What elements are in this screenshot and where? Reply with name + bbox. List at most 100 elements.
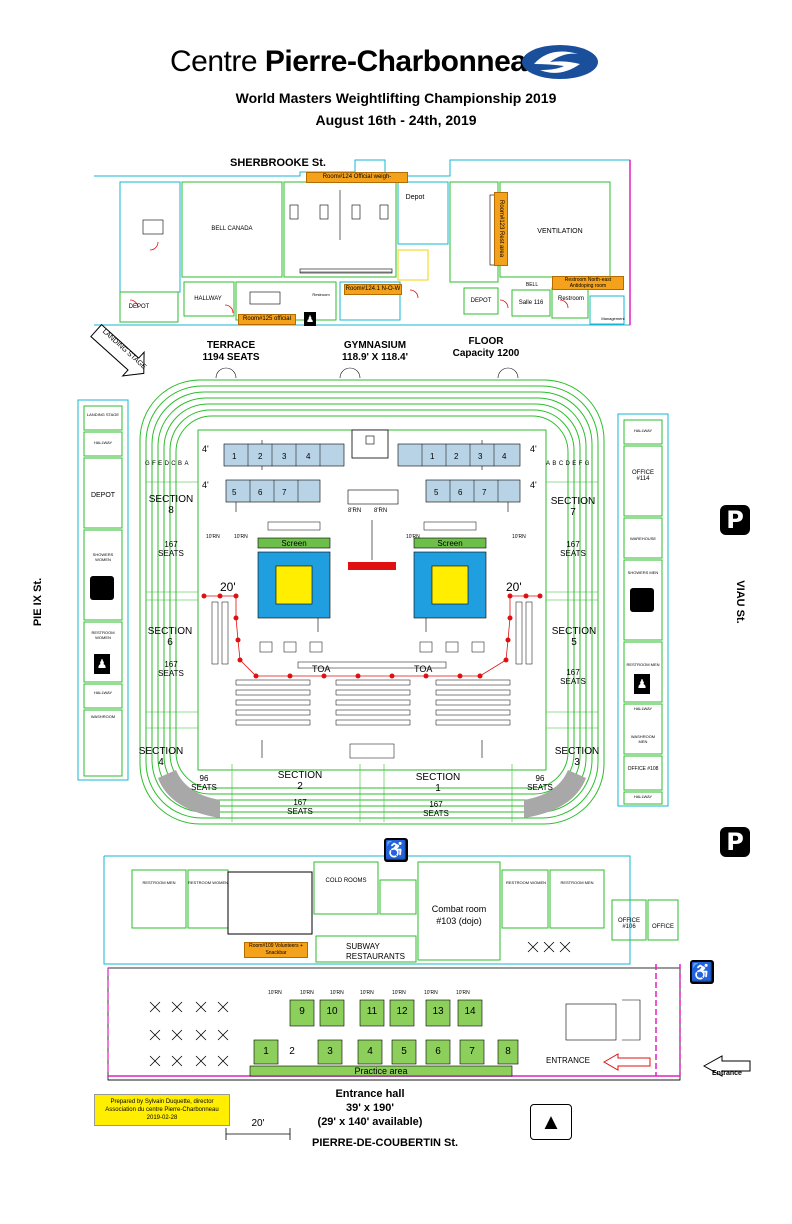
room-depot-top-right: DEPOT bbox=[470, 298, 492, 304]
row-letters-ne: ABCDEFG bbox=[546, 461, 598, 467]
room-hallway-top: HALLWAY bbox=[194, 296, 222, 302]
rn-label: 10'RN bbox=[300, 990, 314, 996]
scale-label: 20' bbox=[251, 1118, 265, 1129]
table-number: 3 bbox=[478, 452, 483, 461]
rn-label: 10'RN bbox=[234, 534, 248, 540]
room-depot-top: Depot bbox=[405, 194, 425, 201]
room-124-official-weigh: Room#124 Official weigh- bbox=[306, 172, 408, 183]
restaurants-label: RESTAURANTS bbox=[346, 952, 405, 961]
seat-count: 96 bbox=[199, 774, 209, 783]
room-restroom-northeast: Restroom North-east Antidoping room bbox=[552, 276, 624, 290]
section-6: SECTION 6 bbox=[140, 626, 200, 648]
room-restroom-women-bottom: RESTROOM WOMEN bbox=[188, 880, 228, 885]
row-letter: F bbox=[578, 461, 585, 467]
row-letter: C bbox=[171, 461, 179, 467]
seat-count: 167 bbox=[429, 800, 443, 809]
table-number: 5 bbox=[232, 488, 237, 497]
rn-label: 10'RN bbox=[424, 990, 438, 996]
practice-platform-number: 13 bbox=[432, 1006, 444, 1017]
section-number: 6 bbox=[167, 637, 173, 648]
section-name: SECTION bbox=[148, 494, 194, 505]
table-number: 3 bbox=[282, 452, 287, 461]
section-number: 4 bbox=[158, 757, 164, 768]
room-washroom-west: WASHROOM bbox=[90, 714, 116, 719]
seats-label: SEATS bbox=[158, 549, 184, 558]
room-combat: Combat room bbox=[431, 904, 487, 914]
wheelchair-icon: ♿ bbox=[690, 960, 714, 984]
rn-label: 10'RN bbox=[360, 990, 374, 996]
dim-4ft: 4' bbox=[530, 480, 537, 490]
rn-label: 10'RN bbox=[392, 990, 406, 996]
room-showers-men: SHOWERS MEN bbox=[627, 570, 659, 575]
credit-line-3: 2019-02-28 bbox=[146, 1115, 178, 1121]
room-ventilation: VENTILATION bbox=[537, 228, 583, 235]
row-letter: C bbox=[558, 461, 566, 467]
entrance-arrow-label: Entrance bbox=[712, 1070, 742, 1077]
screen-right: Screen bbox=[437, 539, 463, 548]
room-hallway-east-3: HALLWAY bbox=[633, 794, 653, 799]
practice-platform-number: 10 bbox=[326, 1006, 338, 1017]
logo-wordmark: Centre Pierre-Charbonneau bbox=[170, 45, 545, 79]
row-letters-nw: GFEDCBA bbox=[145, 461, 197, 467]
seats-label: SEATS bbox=[423, 809, 449, 818]
picnic-table-icon: ▲ bbox=[530, 1104, 572, 1140]
seat-count: 167 bbox=[293, 798, 307, 807]
room-hallway-east: HALLWAY bbox=[633, 428, 653, 433]
section-4: SECTION 4 bbox=[138, 746, 184, 768]
section-name: SECTION bbox=[550, 496, 596, 507]
room-123-rest-area: Room#123 Rest area bbox=[494, 192, 508, 266]
row-letter: D bbox=[565, 461, 573, 467]
room-125-official: Room#125 official bbox=[238, 314, 296, 325]
rn-label: 10'RN bbox=[456, 990, 470, 996]
entrance-hall-available: (29' x 140' available) bbox=[317, 1116, 423, 1128]
section-4-seats: 96 SEATS bbox=[184, 774, 224, 792]
rn-label: 10'RN bbox=[268, 990, 282, 996]
subway-label: SUBWAY bbox=[346, 942, 380, 951]
room-office-106: OFFICE #106 bbox=[618, 918, 640, 930]
practice-platform-number: 7 bbox=[469, 1046, 475, 1057]
room-office-108: OFFICE #108 bbox=[627, 766, 659, 772]
section-7-seats: 167 SEATS bbox=[546, 540, 600, 558]
seats-label: SEATS bbox=[287, 807, 313, 816]
section-number: 2 bbox=[297, 781, 303, 792]
terrace-label: TERRACE bbox=[206, 340, 256, 351]
practice-platform-number: 1 bbox=[263, 1046, 269, 1057]
credit-box: Prepared by Sylvain Duquette, director A… bbox=[94, 1094, 230, 1126]
seat-count: 96 bbox=[535, 774, 545, 783]
section-2-seats: 167 SEATS bbox=[272, 798, 328, 816]
table-number: 6 bbox=[258, 488, 263, 497]
entrance-hall-dims: 39' x 190' bbox=[345, 1102, 395, 1114]
practice-platform-number: 14 bbox=[464, 1006, 476, 1017]
room-restroom-women-bottom-2: RESTROOM WOMEN bbox=[506, 880, 546, 885]
table-number: 7 bbox=[482, 488, 487, 497]
section-name: SECTION bbox=[138, 746, 184, 757]
parking-icon: P bbox=[720, 505, 750, 535]
room-office-114: OFFICE #114 bbox=[632, 470, 654, 482]
section-name: SECTION bbox=[551, 626, 597, 637]
section-number: 3 bbox=[574, 757, 580, 768]
seats-label: SEATS bbox=[158, 669, 184, 678]
logo-text-light: Centre bbox=[170, 45, 258, 78]
section-name: SECTION bbox=[415, 772, 461, 783]
row-letter: G bbox=[584, 461, 592, 467]
room-hallway-west: HALLWAY bbox=[93, 440, 113, 445]
room-hallway-west-2: HALLWAY bbox=[93, 690, 113, 695]
entrance-label: ENTRANCE bbox=[546, 1056, 591, 1065]
wheelchair-icon: ♿ bbox=[384, 838, 408, 862]
logo-swirl-icon bbox=[522, 45, 598, 79]
entrance-hall-label: Entrance hall bbox=[335, 1088, 405, 1100]
event-dates: August 16th - 24th, 2019 bbox=[315, 112, 477, 128]
room-cold-rooms: COLD ROOMS bbox=[325, 878, 367, 884]
section-8-seats: 167 SEATS bbox=[144, 540, 198, 558]
table-number: 1 bbox=[430, 452, 435, 461]
restroom-men-icon: ♟ bbox=[634, 674, 650, 694]
row-letter: B bbox=[178, 461, 185, 467]
room-restroom-men: RESTROOM MEN bbox=[626, 662, 660, 667]
table-number: 4 bbox=[306, 452, 311, 461]
dim-4ft: 4' bbox=[530, 444, 537, 454]
room-landing-stage-west: LANDING STAGE bbox=[86, 412, 120, 417]
section-number: 7 bbox=[570, 507, 576, 518]
room-salle-116: Salle 116 bbox=[518, 300, 544, 306]
rn-label: 10'RN bbox=[406, 534, 420, 540]
